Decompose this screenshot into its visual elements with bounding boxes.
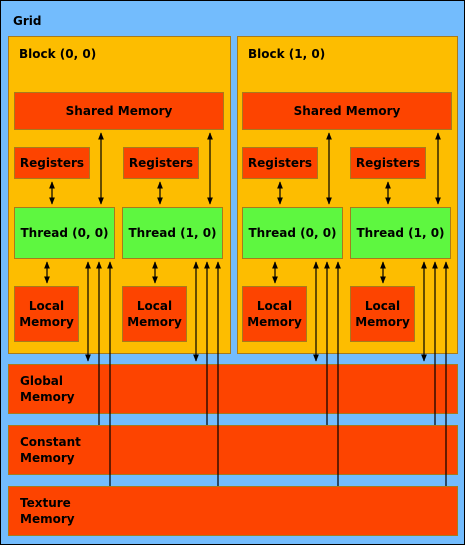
block-1-thread-1-local-memory: Local Memory (350, 286, 415, 342)
block-0-thread-0: Thread (0, 0) (14, 207, 115, 259)
texture-memory: Texture Memory (8, 486, 458, 536)
block-1-thread-0-registers: Registers (242, 147, 318, 179)
global-memory: Global Memory (8, 364, 458, 414)
block-1-thread-0-local-memory: Local Memory (242, 286, 307, 342)
block-0-shared-memory: Shared Memory (14, 92, 224, 130)
block-0-thread-1: Thread (1, 0) (122, 207, 223, 259)
grid-label: Grid (13, 14, 42, 28)
constant-memory: Constant Memory (8, 425, 458, 475)
block-0-thread-0-registers: Registers (14, 147, 90, 179)
block-1-thread-0: Thread (0, 0) (242, 207, 343, 259)
block-1-shared-memory: Shared Memory (242, 92, 452, 130)
block-0-label: Block (0, 0) (19, 47, 97, 61)
block-0-thread-1-registers: Registers (123, 147, 199, 179)
block-0-thread-1-local-memory: Local Memory (122, 286, 187, 342)
block-1-label: Block (1, 0) (248, 47, 326, 61)
block-1-thread-1: Thread (1, 0) (350, 207, 451, 259)
block-1-thread-1-registers: Registers (350, 147, 426, 179)
block-0-thread-0-local-memory: Local Memory (14, 286, 79, 342)
